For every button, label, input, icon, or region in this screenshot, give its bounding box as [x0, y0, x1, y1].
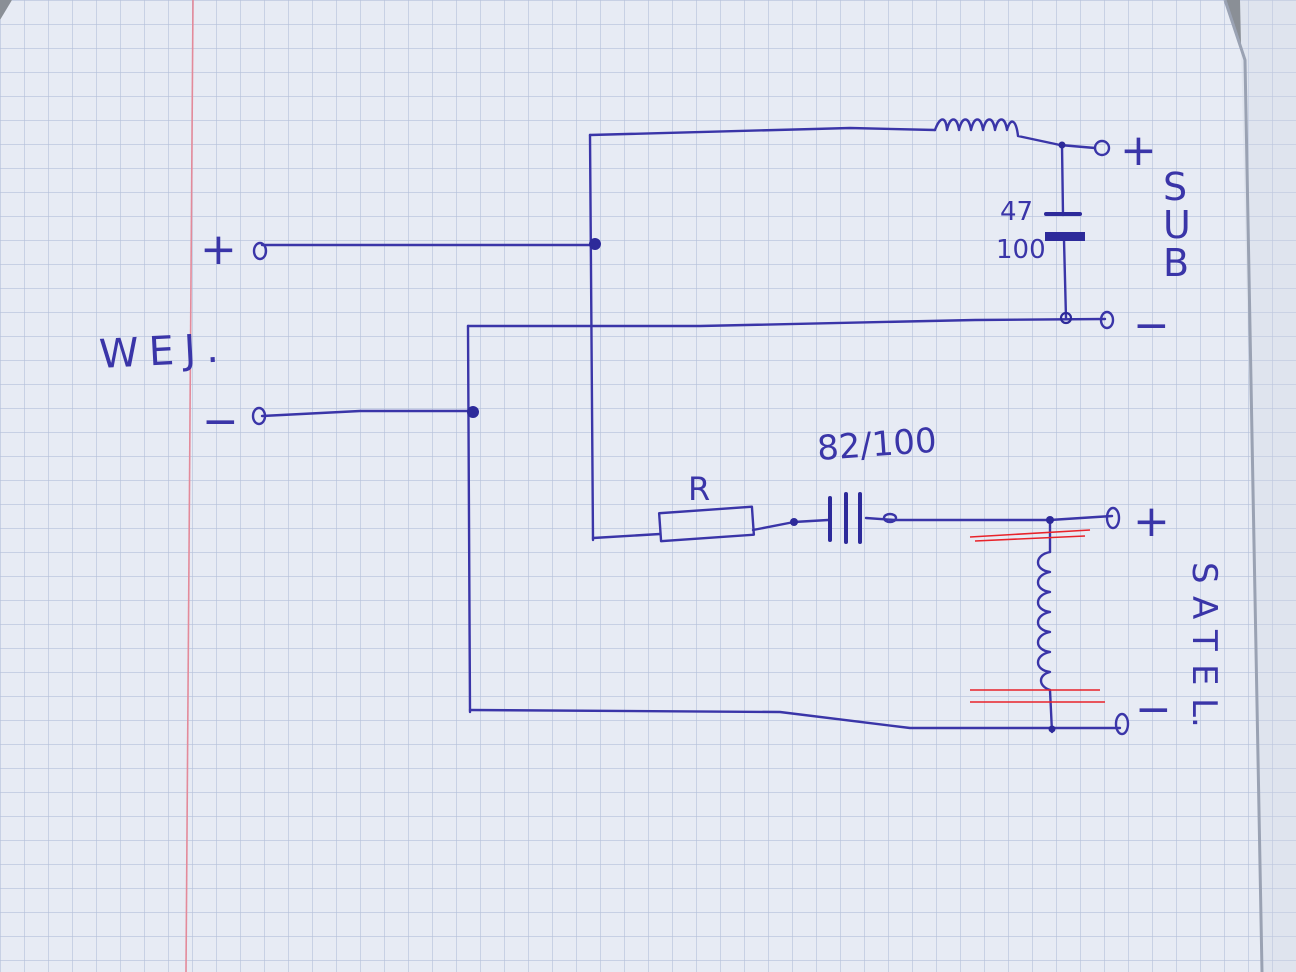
label-cap-sub-top: 47: [1000, 197, 1033, 227]
label-satel-a: A: [1184, 596, 1224, 619]
label-satel-s: S: [1184, 562, 1224, 584]
label-resistor: R: [688, 470, 710, 508]
terminal-input-plus: [252, 241, 268, 261]
wire-resistor-left: [591, 532, 662, 540]
label-input-minus: −: [202, 396, 239, 447]
next-page-grid: [1240, 0, 1296, 972]
junction-dot: [1046, 516, 1054, 524]
label-satel-l: L.: [1184, 698, 1224, 728]
wire-sub-bottom: [466, 317, 1107, 328]
junction-dot: [1048, 725, 1056, 733]
red-mark: [974, 535, 1086, 542]
wire-coil-vertical: [1048, 518, 1054, 734]
label-sub-u: U: [1163, 203, 1191, 247]
margin-line: [185, 0, 194, 972]
label-sub-plus: +: [1120, 125, 1157, 176]
inductor-satel: [1036, 550, 1052, 692]
terminal-sub-minus: [1099, 310, 1115, 330]
red-mark: [969, 529, 1091, 538]
label-cap-satel: 82/100: [816, 421, 938, 469]
wire-sub-cap-vertical: [1060, 143, 1068, 320]
label-cap-sub-bottom: 100: [996, 235, 1046, 265]
terminal-satel-plus: [1105, 506, 1121, 530]
resistor-r: [657, 505, 756, 543]
wire-sub-top: [588, 126, 937, 137]
wire-input-minus: [260, 409, 475, 418]
page-fold-shadow: [1223, 0, 1264, 972]
inductor-sub: [933, 118, 1097, 150]
terminal-input-minus: [251, 406, 267, 426]
label-satel-e: E: [1184, 664, 1224, 685]
label-input-plus: +: [200, 224, 237, 275]
junction-dot: [790, 518, 798, 526]
wire-satel-bottom: [468, 708, 1122, 730]
terminal-satel-minus: [1114, 712, 1130, 736]
label-sub-s: S: [1163, 165, 1187, 209]
label-satel-t: T: [1184, 629, 1224, 651]
junction-dot: [1058, 141, 1066, 149]
label-sub-minus: −: [1133, 300, 1170, 351]
label-sub-b: B: [1163, 241, 1189, 285]
terminal-sub-plus: [1093, 139, 1111, 157]
label-satel-minus: −: [1135, 684, 1172, 735]
label-satel-plus: +: [1133, 496, 1170, 547]
junction-dot: [589, 238, 601, 250]
label-input: WEJ.: [98, 325, 230, 378]
terminal-cap-satel-right: [882, 512, 898, 524]
junction-dot: [1059, 311, 1073, 325]
junction-dot: [467, 406, 479, 418]
wire-plus-bus-vertical: [588, 133, 595, 542]
wire-minus-bus-vertical: [466, 324, 472, 714]
wire-satel-top: [864, 514, 1114, 522]
capacitor-sub-plate-bottom: [1045, 232, 1085, 241]
